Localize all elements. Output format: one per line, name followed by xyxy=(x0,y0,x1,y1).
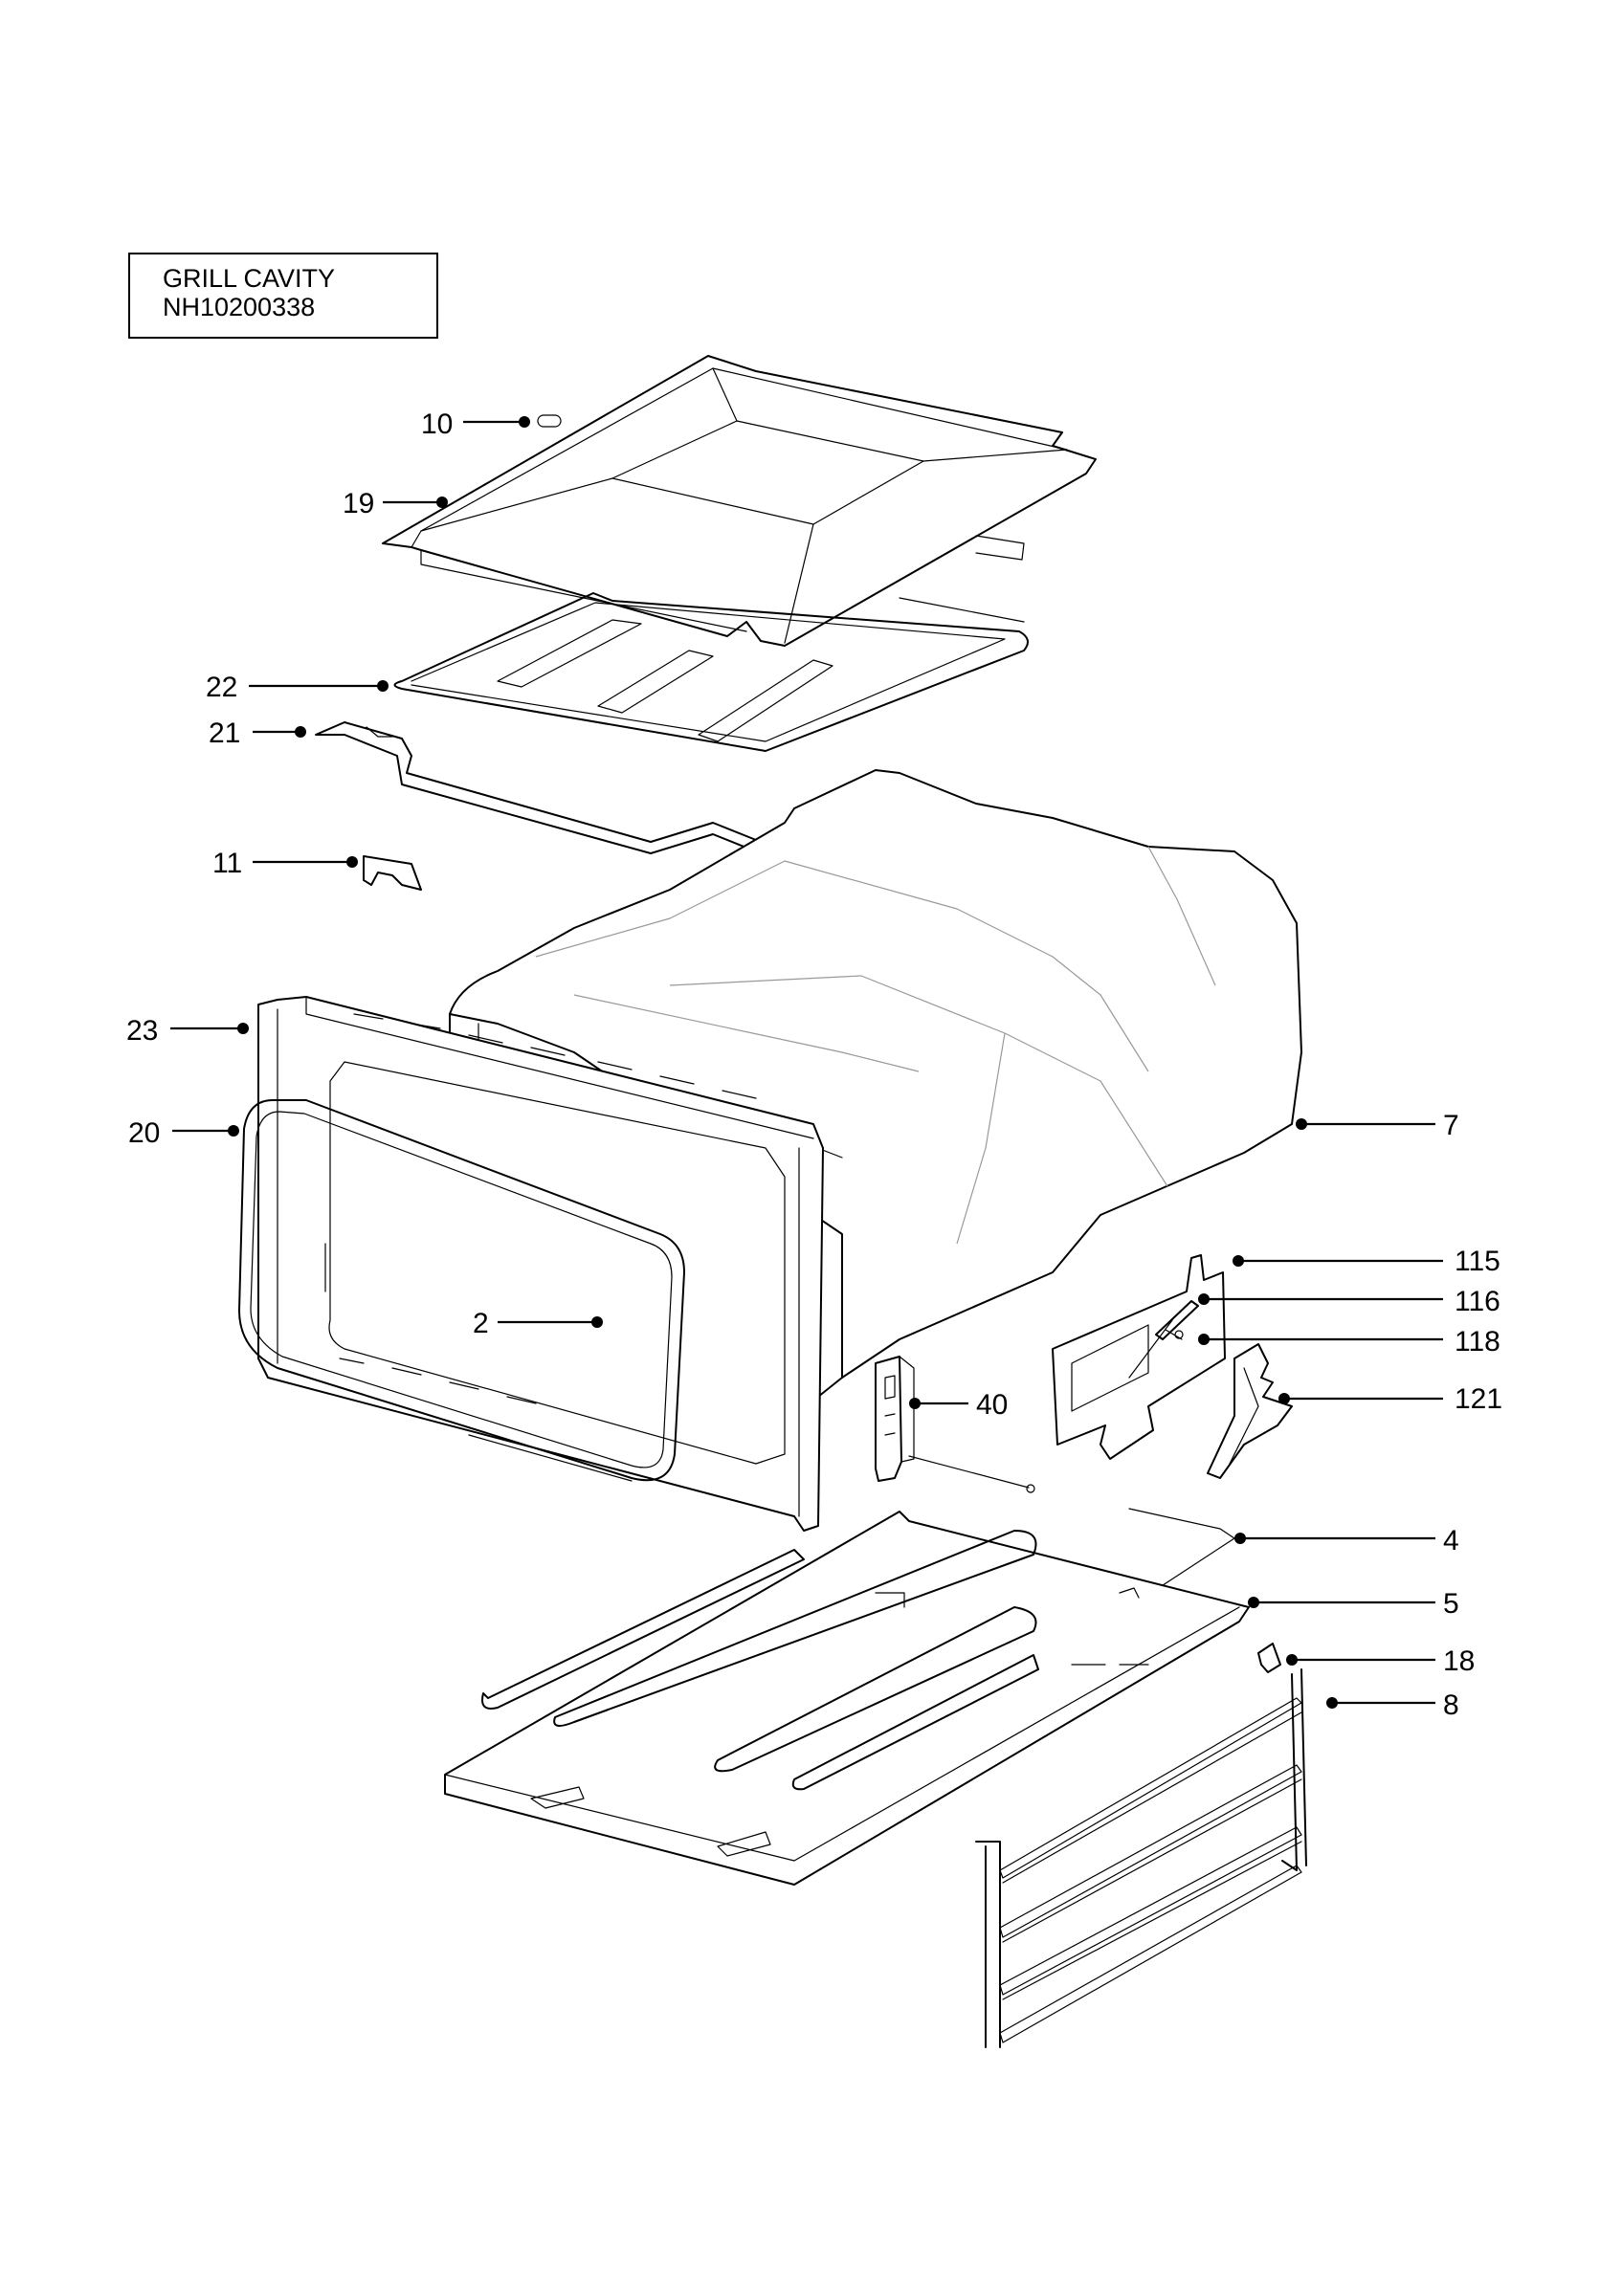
svg-text:21: 21 xyxy=(209,718,240,749)
shelf-runner xyxy=(975,1668,1307,2048)
svg-text:121: 121 xyxy=(1455,1383,1502,1415)
callout-22: 22 xyxy=(206,672,389,703)
svg-text:10: 10 xyxy=(421,408,453,440)
back-panel xyxy=(1052,1254,1226,1460)
svg-text:2: 2 xyxy=(473,1308,489,1339)
svg-text:20: 20 xyxy=(128,1117,160,1149)
bottom-plate xyxy=(444,1511,1250,1886)
svg-text:8: 8 xyxy=(1443,1689,1459,1721)
callouts: 10 19 22 21 11 23 xyxy=(126,408,1502,1721)
svg-text:116: 116 xyxy=(1455,1286,1500,1317)
callout-21: 21 xyxy=(209,718,306,749)
callout-19: 19 xyxy=(343,488,448,519)
door-seal xyxy=(238,1099,685,1482)
callout-8: 8 xyxy=(1326,1689,1459,1721)
svg-text:7: 7 xyxy=(1443,1110,1459,1141)
svg-text:40: 40 xyxy=(976,1389,1008,1421)
svg-text:22: 22 xyxy=(206,672,237,703)
svg-text:4: 4 xyxy=(1443,1525,1459,1556)
title-box: GRILL CAVITY NH10200338 xyxy=(128,253,438,339)
callout-10: 10 xyxy=(421,408,562,440)
svg-text:19: 19 xyxy=(343,488,374,519)
callout-2: 2 xyxy=(473,1308,603,1339)
diagram-title: GRILL CAVITY xyxy=(163,264,336,293)
svg-text:18: 18 xyxy=(1443,1645,1475,1677)
callout-115: 115 xyxy=(1233,1246,1500,1277)
callout-40: 40 xyxy=(909,1389,1008,1421)
svg-text:115: 115 xyxy=(1455,1246,1500,1277)
callout-118: 118 xyxy=(1198,1326,1500,1358)
callout-18: 18 xyxy=(1286,1645,1475,1677)
thermostat xyxy=(1128,1300,1199,1379)
callout-5: 5 xyxy=(1248,1588,1459,1620)
callout-116: 116 xyxy=(1198,1286,1500,1317)
svg-text:118: 118 xyxy=(1455,1326,1500,1358)
upper-grill-element xyxy=(393,592,1029,752)
bent-bracket xyxy=(1207,1343,1293,1479)
diagram-code: NH10200338 xyxy=(163,293,316,321)
callout-20: 20 xyxy=(128,1117,239,1149)
small-clip xyxy=(363,855,422,891)
front-frame xyxy=(257,996,824,1532)
callout-121: 121 xyxy=(1278,1383,1502,1415)
callout-4: 4 xyxy=(1234,1525,1459,1556)
side-bracket xyxy=(875,1356,915,1482)
svg-text:11: 11 xyxy=(212,848,242,879)
top-cover-plate xyxy=(382,355,1097,647)
shelf-clip xyxy=(1257,1643,1281,1673)
svg-text:23: 23 xyxy=(126,1015,158,1047)
callout-11: 11 xyxy=(212,848,358,879)
callout-23: 23 xyxy=(126,1015,249,1047)
callout-7: 7 xyxy=(1296,1110,1459,1141)
svg-text:5: 5 xyxy=(1443,1588,1459,1620)
